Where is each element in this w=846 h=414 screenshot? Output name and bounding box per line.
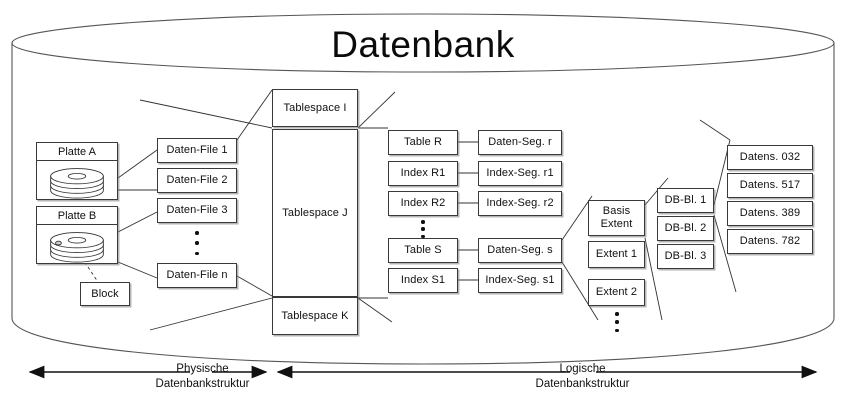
axis-label-logical-line1: Logische xyxy=(559,363,606,375)
index-s1[interactable]: Index S1 xyxy=(388,268,458,293)
table-s[interactable]: Table S xyxy=(388,238,458,263)
index-r2[interactable]: Index R2 xyxy=(388,191,458,216)
basis-extent-line2: Extent xyxy=(600,218,633,230)
axis-label-physical-line2: Datenbankstruktur xyxy=(155,377,250,390)
daten-seg-s[interactable]: Daten-Seg. s xyxy=(478,238,562,263)
extent-2[interactable]: Extent 2 xyxy=(588,279,645,306)
record-389[interactable]: Datens. 389 xyxy=(727,201,813,226)
daten-file-n[interactable]: Daten-File n xyxy=(157,263,237,288)
disk-platte-b-label: Platte B xyxy=(37,207,117,225)
block-box[interactable]: Block xyxy=(80,282,130,306)
disk-platte-b-graphic xyxy=(37,225,117,264)
axis-label-logical-line2: Datenbankstruktur xyxy=(535,377,630,390)
tablespace-j[interactable]: Tablespace J xyxy=(272,129,358,297)
daten-file-ellipsis xyxy=(189,231,205,255)
extent-ellipsis xyxy=(609,312,625,332)
daten-seg-r[interactable]: Daten-Seg. r xyxy=(478,130,562,155)
db-block-3[interactable]: DB-Bl. 3 xyxy=(657,244,714,269)
disk-platte-b[interactable]: Platte B xyxy=(36,206,118,264)
tablespace-i[interactable]: Tablespace I xyxy=(272,89,358,127)
axis-label-logical: Logische Datenbankstruktur xyxy=(500,362,665,392)
basis-extent[interactable]: Basis Extent xyxy=(588,200,645,236)
daten-file-3[interactable]: Daten-File 3 xyxy=(157,198,237,223)
disk-platte-a-graphic xyxy=(37,161,117,200)
record-517[interactable]: Datens. 517 xyxy=(727,173,813,198)
index-seg-s1[interactable]: Index-Seg. s1 xyxy=(478,268,562,293)
page-title: Datenbank xyxy=(331,24,515,65)
index-seg-r1[interactable]: Index-Seg. r1 xyxy=(478,161,562,186)
daten-file-2[interactable]: Daten-File 2 xyxy=(157,168,237,193)
table-ellipsis xyxy=(415,220,431,238)
axis-label-physical: Physische Datenbankstruktur xyxy=(120,362,285,392)
db-block-2[interactable]: DB-Bl. 2 xyxy=(657,216,714,241)
extent-1[interactable]: Extent 1 xyxy=(588,241,645,268)
axis-label-physical-line1: Physische xyxy=(176,363,229,375)
tablespace-k[interactable]: Tablespace K xyxy=(272,297,358,335)
record-782[interactable]: Datens. 782 xyxy=(727,229,813,254)
cylinder-top-ellipse xyxy=(11,13,835,73)
disk-platte-a[interactable]: Platte A xyxy=(36,142,118,200)
index-r1[interactable]: Index R1 xyxy=(388,161,458,186)
disk-platte-a-label: Platte A xyxy=(37,143,117,161)
db-block-1[interactable]: DB-Bl. 1 xyxy=(657,188,714,213)
index-seg-r2[interactable]: Index-Seg. r2 xyxy=(478,191,562,216)
record-032[interactable]: Datens. 032 xyxy=(727,145,813,170)
connector-lines xyxy=(77,89,737,331)
table-r[interactable]: Table R xyxy=(388,130,458,155)
basis-extent-line1: Basis xyxy=(602,205,631,218)
daten-file-1[interactable]: Daten-File 1 xyxy=(157,138,237,163)
